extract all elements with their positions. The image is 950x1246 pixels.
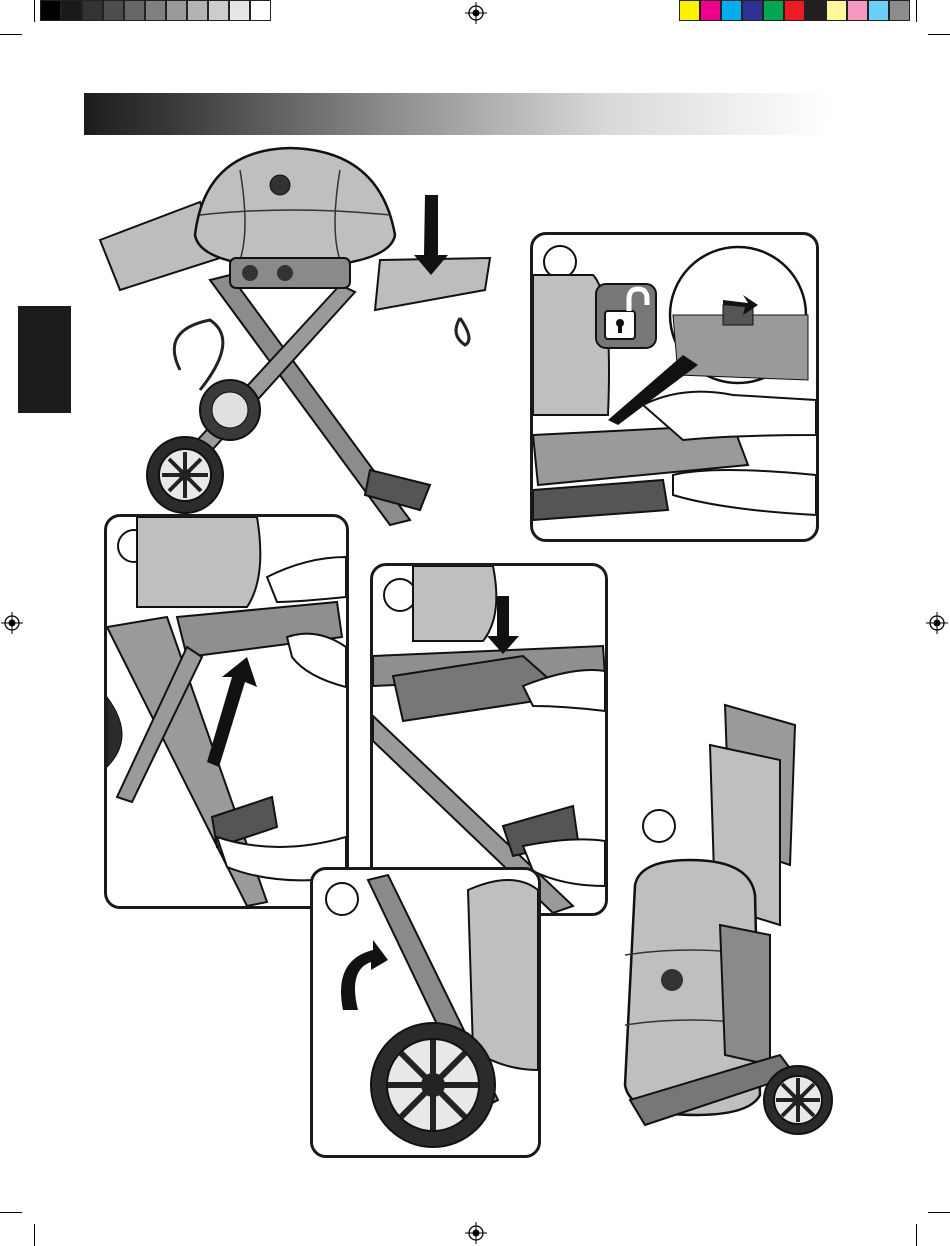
registration-mark-left [1,612,23,634]
grayscale-swatch [229,0,250,21]
grayscale-swatch [40,0,61,21]
cart-folded-upright-illustration [620,695,840,1150]
crop-mark [928,34,950,35]
color-swatch [805,0,826,21]
color-swatch [742,0,763,21]
color-swatch [889,0,910,21]
crop-mark [34,0,35,22]
crop-mark [916,0,917,22]
grayscale-swatch [61,0,82,21]
section-side-tab [18,306,71,413]
grayscale-swatch [187,0,208,21]
lift-side-shelf-illustration [107,517,346,906]
color-swatch [784,0,805,21]
color-swatch [826,0,847,21]
crop-mark [928,1212,950,1213]
crop-mark [916,1224,917,1246]
color-swatch [679,0,700,21]
registration-mark-top [465,2,487,24]
grayscale-swatch [124,0,145,21]
grayscale-swatch [166,0,187,21]
lower-side-shelf-panel [370,563,608,916]
crop-mark [0,1212,22,1213]
section-header-banner [84,93,832,135]
grill-on-cart-overview-illustration [90,140,500,535]
color-swatch [847,0,868,21]
registration-mark-bottom [465,1222,487,1244]
crop-mark [34,1224,35,1246]
grayscale-swatch [145,0,166,21]
grayscale-swatch [103,0,124,21]
registration-mark-right [926,612,948,634]
grayscale-swatch [208,0,229,21]
color-swatch [763,0,784,21]
unlock-icon [595,283,657,349]
lift-side-shelf-panel [104,514,349,909]
color-swatch [700,0,721,21]
unlock-side-shelf-panel [530,232,819,542]
color-swatch [868,0,889,21]
grayscale-swatch [82,0,103,21]
grayscale-swatch [250,0,271,21]
lower-side-shelf-illustration [373,566,605,913]
unlock-side-shelf-illustration [533,235,816,539]
crop-mark [0,34,22,35]
rotate-handle-panel [310,867,541,1158]
rotate-handle-illustration [313,870,538,1155]
color-swatch [721,0,742,21]
